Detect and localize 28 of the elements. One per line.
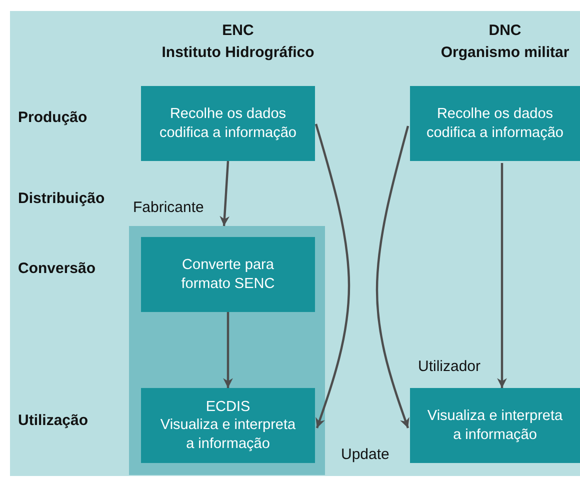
box-text: Visualiza e interpreta a informação bbox=[159, 416, 297, 453]
process-box bbox=[141, 388, 315, 463]
heading-label: Produção bbox=[18, 108, 88, 126]
arrow bbox=[497, 163, 507, 388]
box-text: Converte para formato SENC bbox=[180, 256, 276, 293]
text-label: Fabricante bbox=[133, 198, 204, 216]
process-box bbox=[141, 237, 315, 312]
process-box bbox=[410, 388, 580, 463]
heading-label: Distribuição bbox=[18, 190, 105, 206]
arrow bbox=[376, 126, 410, 428]
heading-label: Instituto Hidrográfico bbox=[162, 44, 314, 60]
heading-label: Conversão bbox=[18, 260, 96, 276]
process-box bbox=[141, 86, 315, 161]
group-panel bbox=[129, 226, 325, 475]
box-text: Recolhe os dados codifica a informação bbox=[158, 105, 298, 142]
text-label: Utilizador bbox=[418, 358, 481, 374]
text-label: Update bbox=[341, 446, 390, 462]
process-box bbox=[410, 86, 580, 161]
box-heading: ECDIS bbox=[206, 398, 250, 416]
box-text: Visualiza e interpreta a informação bbox=[426, 407, 564, 444]
heading-label: Organismo militar bbox=[440, 44, 570, 60]
arrow bbox=[314, 124, 350, 428]
arrow bbox=[220, 160, 230, 226]
heading-label: Utilização bbox=[18, 412, 88, 428]
arrow bbox=[223, 312, 233, 388]
box-text: Recolhe os dados codifica a informação bbox=[425, 105, 564, 142]
heading-label: DNC bbox=[488, 22, 522, 38]
heading-label: ENC bbox=[222, 22, 254, 38]
